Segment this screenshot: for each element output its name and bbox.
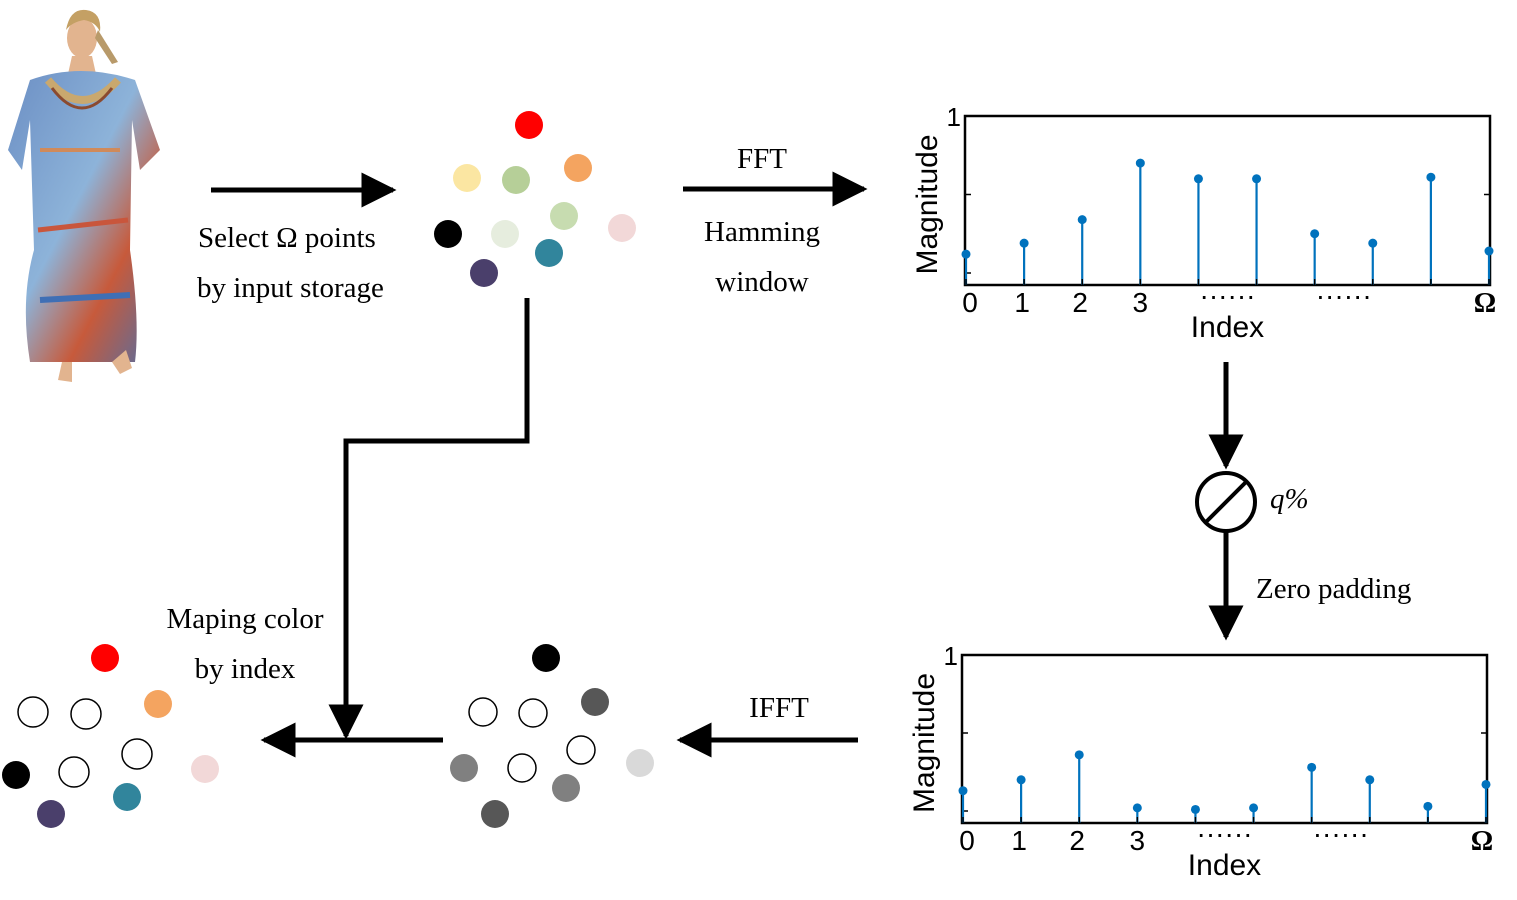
x-tick-label: 3: [1133, 287, 1149, 318]
x-tick-label: Ω: [1471, 826, 1493, 857]
mapped-point: [121, 738, 153, 770]
stem-marker: [1190, 804, 1200, 814]
color-point: [608, 214, 636, 242]
x-tick-label: ······: [1313, 818, 1369, 849]
y-tick-label: 1: [944, 641, 958, 671]
y-tick-label: 1: [947, 102, 961, 132]
select-label-line2: by input storage: [197, 272, 384, 304]
gray-point: [581, 688, 609, 716]
x-tick-label: ······: [1197, 818, 1253, 849]
stem-marker: [1252, 174, 1262, 184]
stem-marker: [1249, 803, 1259, 813]
stem-marker: [1307, 762, 1317, 772]
gray-point: [481, 800, 509, 828]
x-tick-label: ······: [1200, 280, 1256, 311]
mapped-point: [144, 690, 172, 718]
x-tick-label: 3: [1130, 825, 1146, 856]
mapped-point: [113, 783, 141, 811]
stem-marker: [1423, 801, 1433, 811]
gray-point: [566, 735, 596, 765]
chart-frame: [963, 114, 1492, 287]
stem-marker: [1074, 750, 1084, 760]
x-tick-label: 2: [1069, 825, 1085, 856]
selected-color-points: [434, 111, 636, 287]
x-tick-label: 1: [1011, 825, 1027, 856]
color-point: [453, 164, 481, 192]
mapped-point: [2, 761, 30, 789]
person-in-dress-icon: [8, 9, 160, 382]
color-point: [491, 220, 519, 248]
mapped-color-points: [2, 644, 219, 828]
x-tick-label: 1: [1014, 287, 1030, 318]
zero-padding-label: Zero padding: [1256, 573, 1411, 605]
stem-marker: [1077, 215, 1087, 225]
mapping-label-line2: by index: [195, 653, 296, 685]
stem-marker: [1019, 238, 1029, 248]
x-axis-label: Index: [1188, 849, 1261, 882]
x-tick-label: 2: [1072, 287, 1088, 318]
q-percent-label: q%: [1270, 483, 1309, 515]
connector-elbow: [328, 298, 530, 740]
y-axis-label: Magnitude: [911, 134, 944, 274]
mapped-point: [191, 755, 219, 783]
stem-marker: [1368, 238, 1378, 248]
mapped-point: [37, 800, 65, 828]
color-point: [502, 166, 530, 194]
x-axis-label: Index: [1191, 311, 1264, 344]
stem-marker: [1426, 172, 1436, 182]
gray-point: [450, 754, 478, 782]
x-tick-label: 0: [959, 825, 975, 856]
chart-frame: [960, 653, 1489, 825]
stem-marker: [1481, 779, 1491, 789]
color-point: [550, 202, 578, 230]
color-point: [515, 111, 543, 139]
stem-marker: [1484, 246, 1494, 256]
gray-point: [507, 753, 537, 783]
mapping-label-line1: Maping color: [166, 603, 323, 635]
gray-point: [532, 644, 560, 672]
gray-point: [552, 774, 580, 802]
x-tick-label: 0: [962, 287, 978, 318]
stem-marker: [1132, 803, 1142, 813]
stem-marker: [1016, 775, 1026, 785]
ifft-label: IFFT: [749, 692, 809, 724]
hamming-label-line2: window: [715, 266, 809, 298]
hamming-label-line1: Hamming: [704, 216, 820, 248]
stem-marker: [1193, 174, 1203, 184]
stem-marker: [1135, 158, 1145, 168]
mapped-point: [17, 696, 49, 728]
color-point: [434, 220, 462, 248]
y-axis-label: Magnitude: [908, 673, 941, 813]
gray-point: [468, 697, 498, 727]
color-point: [470, 259, 498, 287]
select-label-line1: Select Ω points: [198, 222, 376, 254]
color-point: [535, 239, 563, 267]
x-tick-label: Ω: [1474, 288, 1496, 319]
color-point: [564, 154, 592, 182]
stem-marker: [958, 786, 968, 796]
mapped-point: [91, 644, 119, 672]
gray-point: [518, 698, 548, 728]
stem-marker: [961, 249, 971, 259]
threshold-circle-icon: [1195, 471, 1257, 533]
x-tick-label: ······: [1316, 280, 1372, 311]
mapped-point: [58, 756, 90, 788]
stem-marker: [1310, 229, 1320, 239]
reconstructed-gray-points: [450, 644, 654, 828]
gray-point: [626, 749, 654, 777]
stem-marker: [1365, 775, 1375, 785]
mapped-point: [70, 698, 102, 730]
fft-label: FFT: [737, 143, 787, 175]
